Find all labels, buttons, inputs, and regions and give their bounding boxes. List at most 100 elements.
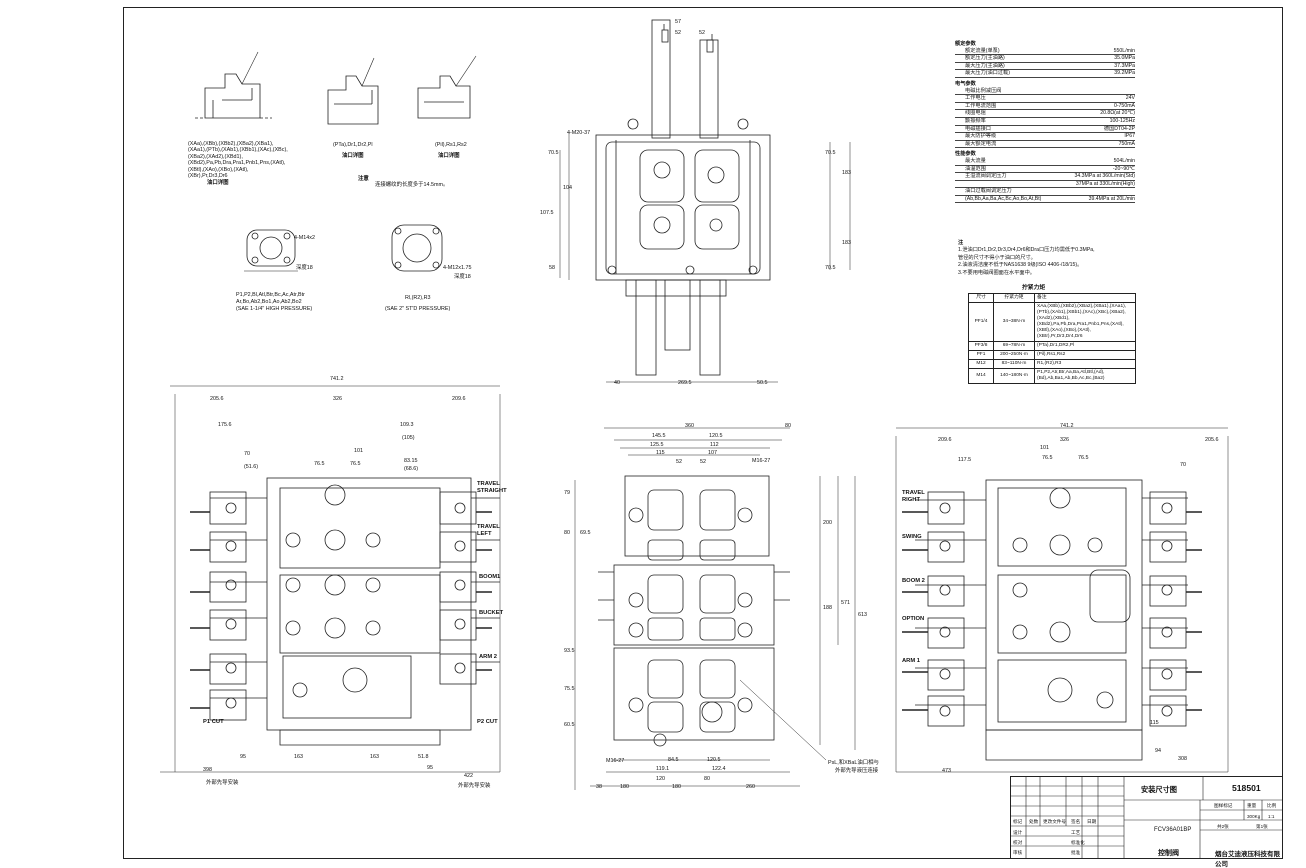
dim-center-52a: 52 xyxy=(676,459,682,465)
label-option: OPTION xyxy=(902,616,925,622)
spec-performance-value: -20~90℃ xyxy=(1112,165,1135,172)
flange-detail-1 xyxy=(244,229,298,272)
sign-row-review: 审核 xyxy=(1013,850,1023,855)
torque-value: 83~110N·m xyxy=(993,359,1035,369)
dim-center-122-4: 122.4 xyxy=(712,766,726,772)
sign-row-design: 设计 xyxy=(1013,830,1023,835)
flange-1-std: (SAE 1-1/4" HIGH PRESSURE) xyxy=(236,306,313,312)
dim-left-175-6: 175.6 xyxy=(218,422,232,428)
dim-right-70: 70 xyxy=(1180,462,1186,468)
spec-performance-label: 油温范围 xyxy=(965,165,986,172)
spec-electric-label: 线圈电阻 xyxy=(965,110,986,117)
table-row: PF1/4 34~38N·m XAa,(XBb),(XBb2),(XBa2),(… xyxy=(968,302,1136,342)
torque-value: 69~78N·m xyxy=(993,341,1035,351)
torque-size: PF1/4 xyxy=(968,302,994,342)
flange-1-depth: 深度18 xyxy=(296,265,313,271)
dim-left-76-5b: 76.5 xyxy=(350,461,361,467)
torque-table: 尺寸 拧紧力矩 备注 PF1/4 34~38N·m XAa,(XBb),(XBb… xyxy=(968,293,1136,384)
flange-1-thread: 4-M14x2 xyxy=(294,235,315,241)
dim-center-360: 360 xyxy=(685,423,694,429)
spec-electric-label: 工作电压 xyxy=(965,95,986,102)
dim-center-84-5: 84.5 xyxy=(668,757,679,763)
list-item: 电磁插接口德国DT04-2P xyxy=(955,126,1135,134)
label-p1-cut: P1 CUT xyxy=(203,719,224,725)
dim-top-57: 57 xyxy=(675,19,681,25)
dim-right-76-5a: 76.5 xyxy=(1042,455,1053,461)
port-detail-1 xyxy=(195,51,272,119)
torque-head-torque: 拧紧力矩 xyxy=(993,293,1035,303)
spec-electric-value: 750mA xyxy=(1118,140,1135,147)
drawing-weight: 300Kg xyxy=(1247,814,1261,819)
center-m16-top: M16-27 xyxy=(752,458,771,464)
torque-note: R1,(R2),R3 xyxy=(1034,359,1136,369)
dim-center-613: 613 xyxy=(858,612,867,618)
sign-extra-process: 工艺 xyxy=(1071,830,1081,835)
label-swing: SWING xyxy=(902,534,922,540)
spec-performance-title: 性能参数 xyxy=(955,151,976,158)
dim-left-163a: 163 xyxy=(294,754,303,760)
dim-left-205-6: 205.6 xyxy=(210,396,224,402)
note-line-4: 3.不要用电磁阀圈面在水平面中。 xyxy=(958,269,1035,276)
dim-center-145-5: 145.5 xyxy=(652,433,666,439)
label-p2-cut: P2 CUT xyxy=(477,719,498,725)
spec-performance-label: 主溢流阀调定压力 xyxy=(965,173,1007,180)
header-weight: 重量 xyxy=(1247,803,1257,808)
dim-right-101: 101 xyxy=(1040,445,1049,451)
dim-right-205-6: 205.6 xyxy=(1205,437,1219,443)
list-item: (Ab,Bb,Aa,Ba,Ac,Bc,Ao,Bo,At,Bt)39.4MPa a… xyxy=(955,196,1135,204)
dim-left-109-3: 109.3 xyxy=(400,422,414,428)
sign-col-count: 处数 xyxy=(1029,819,1039,824)
port-detail-1-ports: (XAa),(XBb),(XBb2),(XBa2),(XBa1),(XAa1),… xyxy=(188,141,288,180)
sign-col-docno: 更改文件号 xyxy=(1043,819,1066,824)
torque-size: PF3/8 xyxy=(968,341,994,351)
label-travel-right: TRAVEL RIGHT xyxy=(902,490,925,503)
title-block-grid xyxy=(1010,776,1283,859)
dim-left-101: 101 xyxy=(354,448,363,454)
drawing-model: FCV36A01BP xyxy=(1154,827,1192,833)
dim-center-119-1: 119.1 xyxy=(656,766,670,772)
flange-2-thread: 4-M12x1.75 xyxy=(443,265,472,271)
note-text: 连接螺纹的长度多于14.5mm。 xyxy=(375,182,449,188)
list-item: 额定压力(主油路)35.0MPa xyxy=(955,55,1135,63)
dim-center-80: 80 xyxy=(785,423,791,429)
torque-size: M12 xyxy=(968,359,994,369)
torque-note: (Pil),Rs1,Rs2 xyxy=(1034,350,1136,360)
list-item: 电磁比例减压阀 xyxy=(955,88,1135,96)
valve-top-view xyxy=(559,19,851,383)
label-travel-left: TRAVEL LEFT xyxy=(477,524,500,537)
torque-value: 140~180N·m xyxy=(993,368,1035,384)
dim-center-180a: 180 xyxy=(620,784,629,790)
list-item: 油口过载阀调定压力 xyxy=(955,188,1135,196)
torque-head-note: 备注 xyxy=(1034,293,1136,303)
spec-electric-label: 颤振频率 xyxy=(965,117,986,124)
dim-center-112: 112 xyxy=(710,442,719,448)
dim-right-117-5: 117.5 xyxy=(958,457,972,463)
list-item: 油温范围 -20~90℃ xyxy=(955,166,1135,174)
sign-extra-approve: 批准 xyxy=(1071,850,1081,855)
dim-left-105: (105) xyxy=(402,435,415,441)
port-detail-3-caption: 油口详图 xyxy=(438,153,460,159)
header-mark: 图样标记 xyxy=(1214,803,1233,808)
notes-label: 注 xyxy=(958,240,964,246)
list-item: 37MPa at 330L/min(High) xyxy=(955,181,1135,189)
spec-performance-value: 39.4MPa at 20L/min xyxy=(1088,195,1135,202)
valve-left-view xyxy=(160,385,501,773)
dim-top-40: 40 xyxy=(614,380,620,386)
spec-electric-value: 0-750mA xyxy=(1113,102,1135,109)
note-line-3: 2.油液清洁度不低于NAS1638 9级(ISO 4406-/18/15)。 xyxy=(958,262,1083,269)
dim-top-183a: 183 xyxy=(842,170,851,176)
valve-center-view xyxy=(574,427,856,790)
dim-center-93-5: 93.5 xyxy=(564,648,575,654)
spec-electric-value: IP67 xyxy=(1124,133,1135,140)
spec-electric-value: 20.8Ω(at 20℃) xyxy=(1100,110,1135,117)
dim-left-76-5a: 76.5 xyxy=(314,461,325,467)
dim-center-107: 107 xyxy=(708,450,717,456)
header-scale: 比例 xyxy=(1267,803,1277,808)
sign-extra-standard: 标准化 xyxy=(1071,840,1085,845)
